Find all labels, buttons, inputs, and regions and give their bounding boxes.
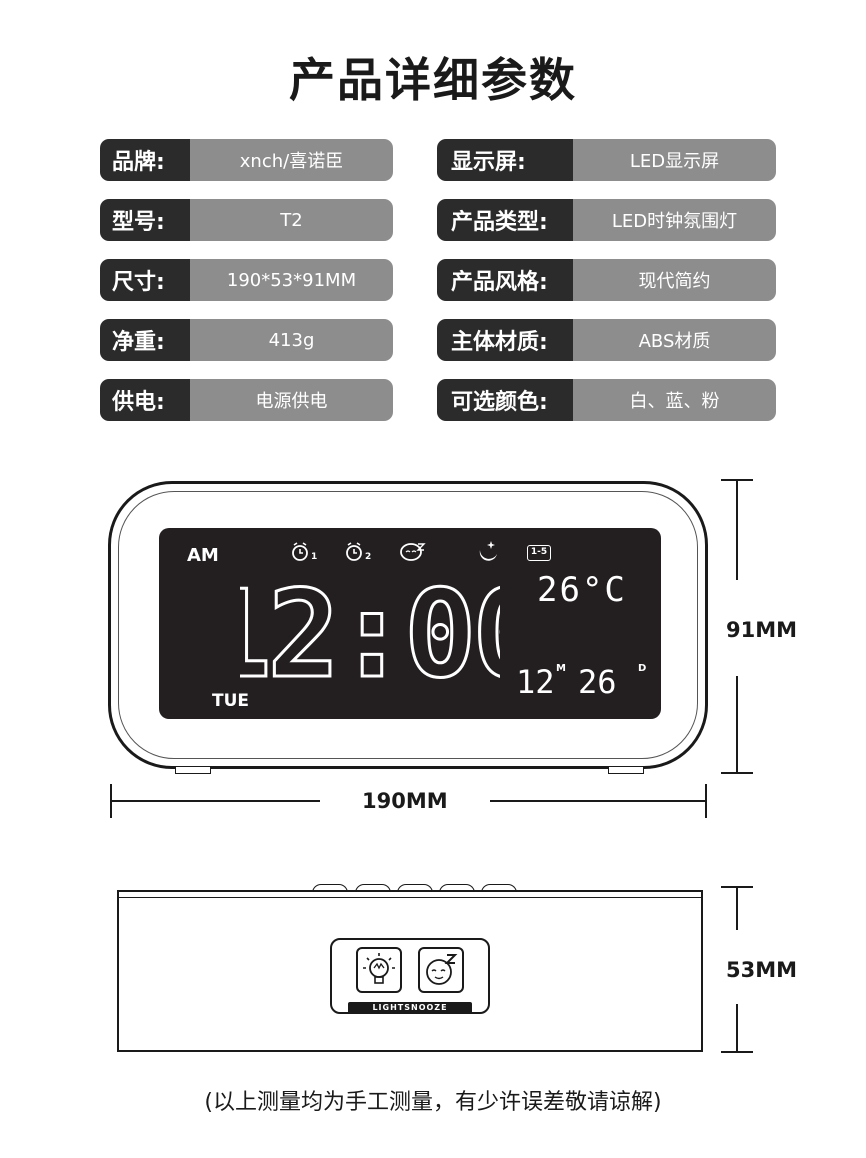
clock-back-body [117,890,703,1052]
depth-label: 53MM [726,958,798,982]
clock-back-top-edge [117,890,703,898]
clock-front-bezel [118,491,698,759]
date-unit: D [638,663,647,674]
spec-row-brand: 品牌: xnch/喜诺臣 [100,139,393,181]
spec-key: 主体材质: [437,319,573,361]
spec-row-colors: 可选颜色: 白、蓝、粉 [437,379,776,421]
spec-value: xnch/喜诺臣 [190,139,393,181]
spec-key: 产品风格: [437,259,573,301]
spec-key: 显示屏: [437,139,573,181]
time-text: 12:00 [240,570,500,688]
width-label: 190MM [362,789,448,813]
spec-row-material: 主体材质: ABS材质 [437,319,776,361]
spec-value: 现代简约 [573,259,776,301]
spec-value: ABS材质 [573,319,776,361]
spec-value: LED时钟氛围灯 [573,199,776,241]
weekday-indicator: TUE [212,691,250,711]
panel-label: LIGHTSNOOZE [348,1002,472,1014]
spec-key: 供电: [100,379,190,421]
spec-value: 413g [190,319,393,361]
alarm2-sub: 2 [365,552,372,562]
page-title: 产品详细参数 [289,53,577,107]
spec-row-model: 型号: T2 [100,199,393,241]
bulb-icon [363,953,395,984]
month-unit: M [556,663,566,674]
alarm-clock-icon [346,542,362,561]
spec-key: 品牌: [100,139,190,181]
spec-row-style: 产品风格: 现代简约 [437,259,776,301]
temperature-readout: 26°C [537,570,627,610]
spec-row-power: 供电: 电源供电 [100,379,393,421]
spec-key: 尺寸: [100,259,190,301]
spec-key: 可选颜色: [437,379,573,421]
spec-key: 型号: [100,199,190,241]
date-readout: 26 [578,663,617,701]
alarm-clock-icon [292,542,308,561]
alarm1-sub: 1 [311,552,318,562]
range-badge: 1-5 [527,545,551,561]
snooze-icon [400,543,426,561]
light-button [356,947,402,993]
moon-icon [479,541,497,561]
spec-value: T2 [190,199,393,241]
spec-value: 190*53*91MM [190,259,393,301]
time-display: 12:00 [240,570,500,688]
height-label: 91MM [726,618,798,642]
spec-key: 产品类型: [437,199,573,241]
spec-value: LED显示屏 [573,139,776,181]
snooze-icon [426,954,458,985]
spec-row-display: 显示屏: LED显示屏 [437,139,776,181]
measurement-note: (以上测量均为手工测量，有少许误差敬请谅解) [204,1090,662,1115]
snooze-button [418,947,464,993]
spec-row-weight: 净重: 413g [100,319,393,361]
month-readout: 12 [516,663,555,701]
clock-foot-left [175,767,211,774]
spec-value: 白、蓝、粉 [573,379,776,421]
spec-row-size: 尺寸: 190*53*91MM [100,259,393,301]
clock-foot-right [608,767,644,774]
am-indicator: AM [187,545,219,566]
clock-front-body [108,481,708,769]
spec-row-type: 产品类型: LED时钟氛围灯 [437,199,776,241]
spec-value: 电源供电 [190,379,393,421]
spec-key: 净重: [100,319,190,361]
